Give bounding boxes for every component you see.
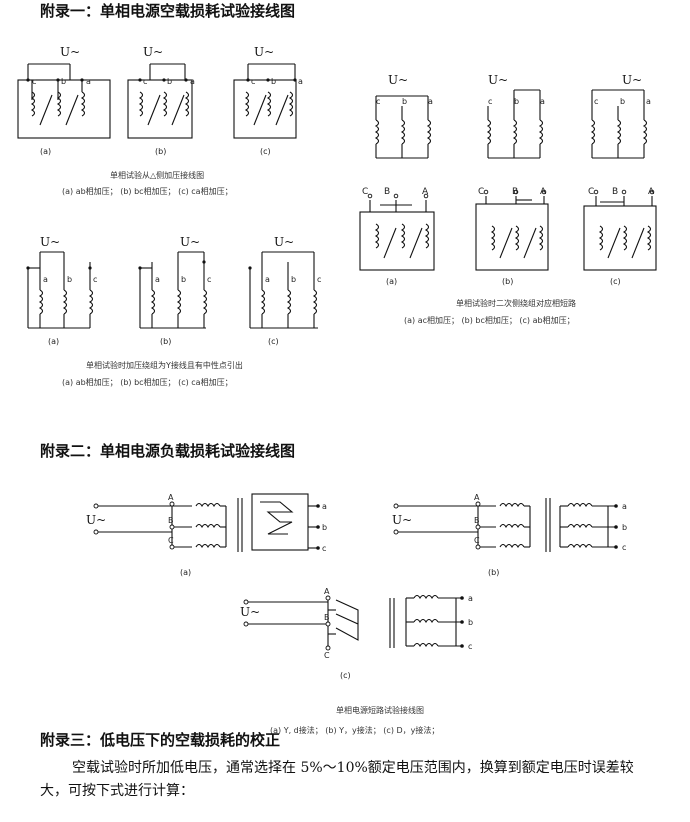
open-terminals — [93, 189, 655, 651]
fig3c-label-c: c — [594, 97, 598, 106]
fig2a-label-c: c — [93, 275, 97, 284]
fig3c-label-C: C — [588, 187, 594, 197]
fig4b-label-A: A — [474, 493, 480, 502]
fig2-sub-c: (c) — [268, 337, 279, 346]
fig2-caption: 单相试验时加压绕组为Y接线且有中性点引出 — [86, 360, 243, 370]
fig3a-source-label: U~ — [388, 73, 408, 87]
fig2b-label-b: b — [181, 275, 186, 284]
fig3b-label-c: c — [488, 97, 492, 106]
fig1-sub-b: (b) — [155, 147, 166, 156]
fig3-sub-c: (c) — [610, 277, 621, 286]
fig3-sub-b: (b) — [502, 277, 513, 286]
appendix1-title: 附录一：单相电源空载损耗试验接线图 — [40, 2, 296, 20]
fig1-caption: 单相试验从△侧加压接线图 — [110, 170, 204, 180]
fig2a-label-b: b — [67, 275, 72, 284]
fig4-subcaption: (a) Y, d接法； (b) Y，y接法； (c) D，y接法； — [270, 725, 439, 735]
fig3a-label-A: A — [422, 187, 429, 197]
fig4b-label-a: a — [622, 502, 627, 511]
fig4-sub-c: (c) — [340, 671, 351, 680]
fig1a-source-label: U~ — [60, 45, 80, 59]
fig4c-label-C: C — [324, 651, 330, 660]
fig4a-label-C: C — [168, 536, 174, 545]
fig3b-label-b: b — [514, 97, 519, 106]
fig3c-label-a: a — [646, 97, 651, 106]
fig1-subcaption: (a) ab相加压； (b) bc相加压； (c) ca相加压； — [62, 186, 233, 196]
fig3a-label-c: c — [376, 97, 380, 106]
fig2c-label-a: a — [265, 275, 270, 284]
fig2b-label-a: a — [155, 275, 160, 284]
fig4b-label-C: C — [474, 536, 480, 545]
fig3a-label-B: B — [384, 187, 390, 197]
fig4b-label-B: B — [474, 516, 480, 525]
fig2b-label-c: c — [207, 275, 211, 284]
fig3b-label-B: B — [512, 187, 518, 197]
fig2-sub-a: (a) — [48, 337, 59, 346]
fig4c-label-a: a — [468, 594, 473, 603]
fig1-sub-a: (a) — [40, 147, 51, 156]
fig1-sub-c: (c) — [260, 147, 271, 156]
fig3b-label-a: a — [540, 97, 545, 106]
appendix2-title: 附录二：单相电源负载损耗试验接线图 — [40, 442, 296, 460]
fig3c-label-A: A — [648, 187, 655, 197]
fig3c-label-b: b — [620, 97, 625, 106]
fig4-sub-b: (b) — [488, 568, 499, 577]
fig1a-label-b: b — [61, 77, 66, 86]
fig2c-label-c: c — [317, 275, 321, 284]
fig1b-source-label: U~ — [143, 45, 163, 59]
fig1c-label-a: a — [298, 77, 303, 86]
fig4a-label-B: B — [168, 516, 174, 525]
fig4b-label-c: c — [622, 543, 626, 552]
fig2-sub-b: (b) — [160, 337, 171, 346]
fig4c-label-b: b — [468, 618, 473, 627]
fig3a-label-C: C — [362, 187, 368, 197]
fig2-subcaption: (a) ab相加压； (b) bc相加压； (c) ca相加压； — [62, 377, 233, 387]
fig4c-source-label: U~ — [240, 605, 260, 619]
fig3-short-circuit — [359, 89, 657, 271]
body-paragraph: 空载试验时所加低电压，通常选择在 5%～10%额定电压范围内，换算到额定电压时误… — [40, 760, 634, 799]
fig3b-label-C: C — [478, 187, 484, 197]
fig4c-label-A: A — [324, 587, 330, 596]
fig1c-label-c: c — [251, 77, 255, 86]
fig3c-label-B: B — [612, 187, 618, 197]
fig2c-label-b: b — [291, 275, 296, 284]
fig3c-source-label: U~ — [622, 73, 642, 87]
fig3a-label-b: b — [402, 97, 407, 106]
terminal-dots — [26, 78, 618, 648]
appendix3-title: 附录三：低电压下的空载损耗的校正 — [40, 731, 281, 749]
fig2a-source-label: U~ — [40, 235, 60, 249]
fig2a-label-a: a — [43, 275, 48, 284]
fig4-caption: 单相电源短路试验接线图 — [336, 705, 424, 715]
fig4a-label-A: A — [168, 493, 174, 502]
fig4a-label-b: b — [322, 523, 327, 532]
fig3a-label-a: a — [428, 97, 433, 106]
fig4a-label-a: a — [322, 502, 327, 511]
fig3b-source-label: U~ — [488, 73, 508, 87]
fig1-delta-circuits — [17, 63, 297, 139]
fig1b-label-b: b — [167, 77, 172, 86]
fig1c-label-b: b — [271, 77, 276, 86]
fig3b-label-A: A — [540, 187, 547, 197]
fig4c-label-c: c — [468, 642, 472, 651]
fig2b-source-label: U~ — [180, 235, 200, 249]
fig1b-label-c: c — [143, 77, 147, 86]
fig1b-label-a: a — [190, 77, 195, 86]
fig2c-source-label: U~ — [274, 235, 294, 249]
fig3-caption: 单相试验时二次侧绕组对应相短路 — [456, 298, 576, 308]
fig4-load-loss-circuits — [96, 493, 616, 650]
fig4c-label-B: B — [324, 613, 330, 622]
fig4a-source-label: U~ — [86, 513, 106, 527]
fig4b-label-b: b — [622, 523, 627, 532]
fig4b-source-label: U~ — [392, 513, 412, 527]
fig1c-source-label: U~ — [254, 45, 274, 59]
fig4a-label-c: c — [322, 544, 326, 553]
fig4-sub-a: (a) — [180, 568, 191, 577]
fig3-sub-a: (a) — [386, 277, 397, 286]
fig1a-label-c: c — [32, 77, 36, 86]
fig3-subcaption: (a) ac相加压； (b) bc相加压； (c) ab相加压； — [404, 315, 575, 325]
fig1a-label-a: a — [86, 77, 91, 86]
fig2-wye-circuits — [27, 251, 318, 329]
